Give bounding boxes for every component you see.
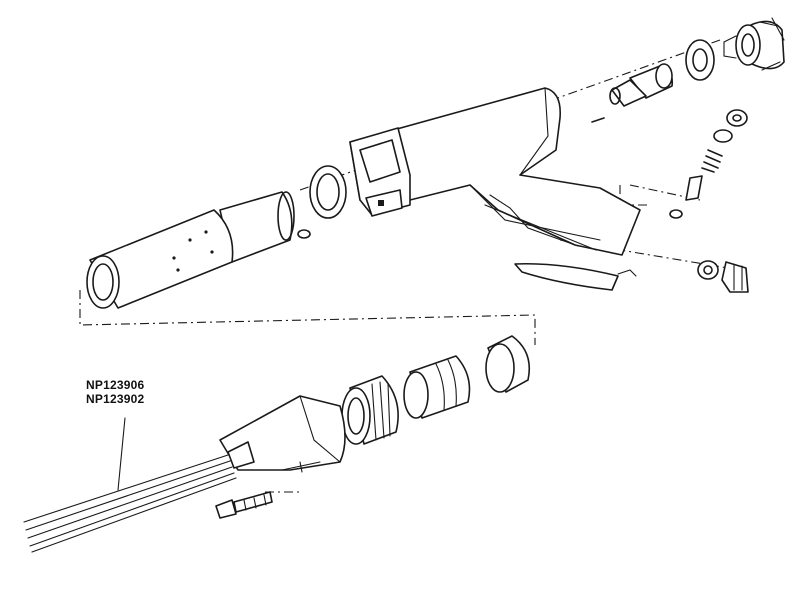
small-o-ring (297, 229, 311, 239)
end-cap (723, 17, 785, 71)
label-leader-line (117, 417, 126, 491)
part-number-label-2: NP123902 (86, 392, 145, 406)
small-pin (591, 117, 605, 123)
spacer-ring (685, 39, 715, 81)
part-number-label-1: NP123906 (86, 378, 145, 392)
housing-screw (215, 491, 273, 519)
barrel-cylinder (86, 191, 295, 309)
trigger-valve-stack (669, 109, 748, 219)
air-inlet-fitting (697, 260, 749, 293)
trigger-lever (514, 262, 637, 291)
front-cap (485, 335, 531, 393)
pistol-body (349, 87, 641, 256)
needle-bundle (23, 454, 237, 553)
valve-body (609, 63, 674, 107)
piston-sleeve (403, 355, 471, 419)
knurled-nut (341, 375, 399, 445)
needle-housing (219, 395, 346, 473)
sealing-ring (309, 165, 347, 219)
